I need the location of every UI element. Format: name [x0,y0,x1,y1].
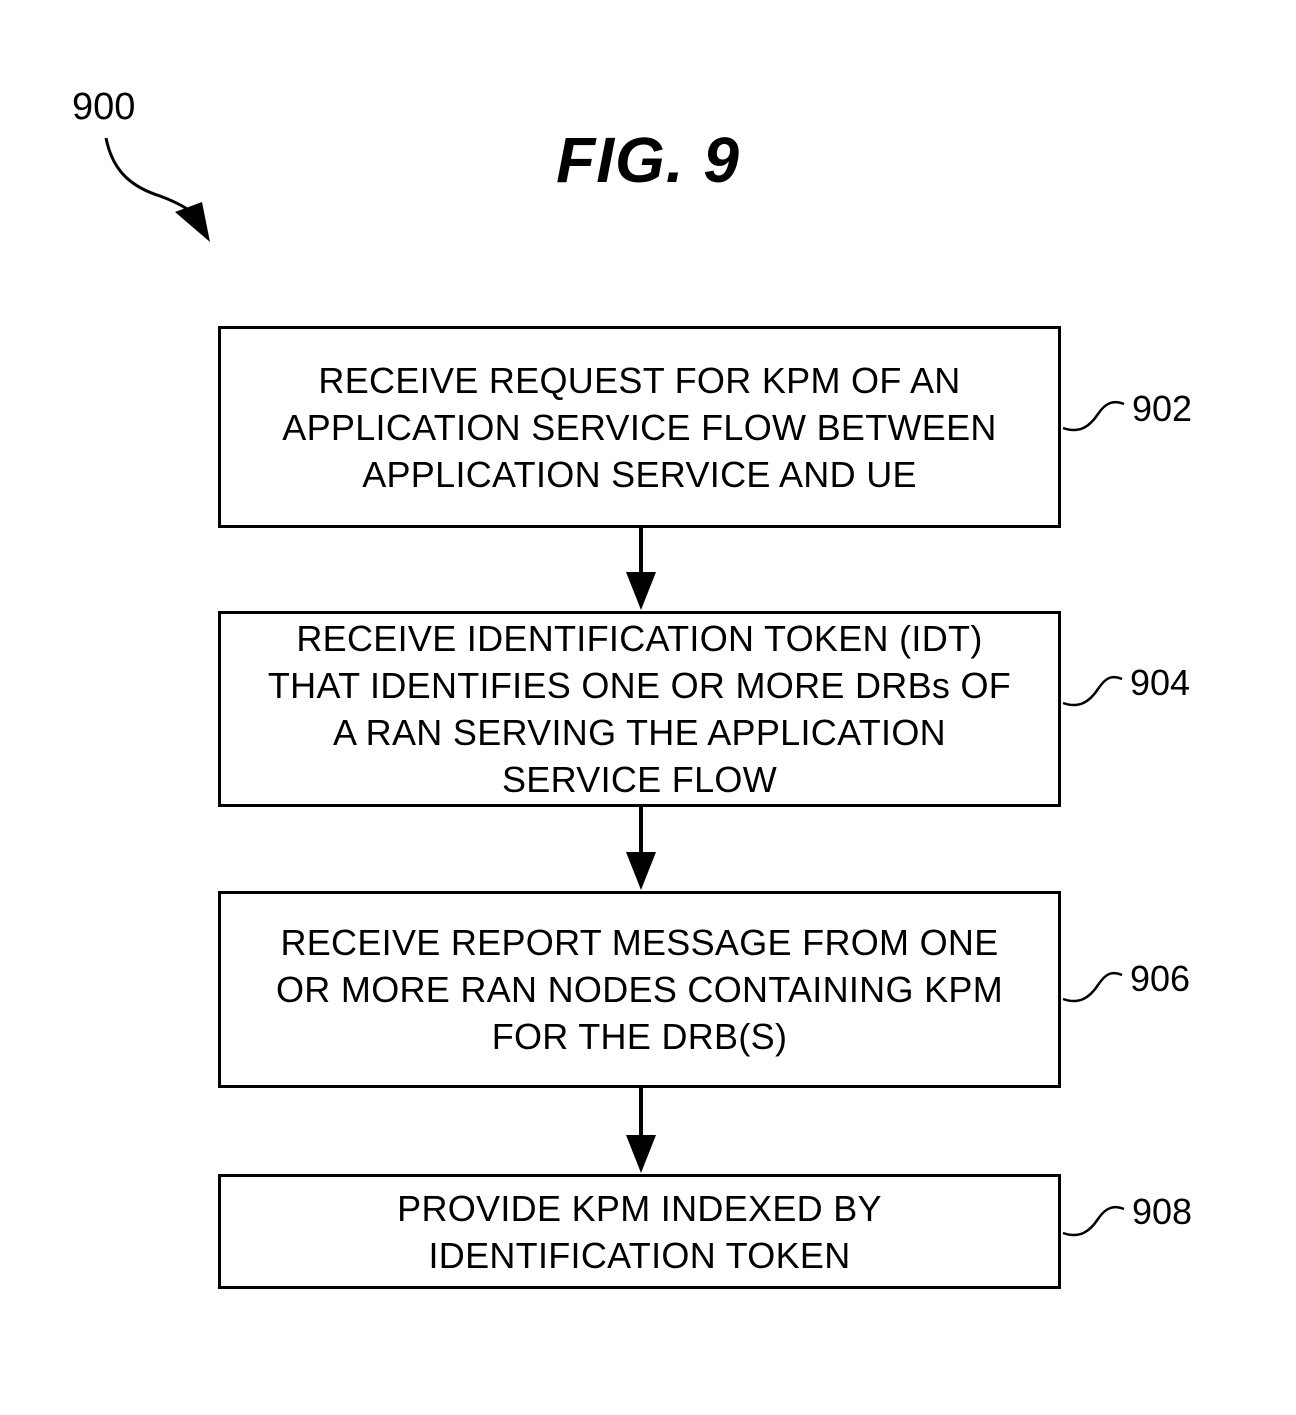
arrowhead-902-904 [626,572,656,610]
leader-906 [1062,971,1123,1003]
step-box-908: PROVIDE KPM INDEXED BY IDENTIFICATION TO… [218,1174,1061,1289]
figure-reference-label: 900 [72,86,136,128]
step-text-908: PROVIDE KPM INDEXED BY IDENTIFICATION TO… [397,1187,882,1276]
step-box-906: RECEIVE REPORT MESSAGE FROM ONE OR MORE … [218,891,1061,1088]
step-text-902: RECEIVE REQUEST FOR KPM OF AN APPLICATIO… [282,359,997,495]
leader-904 [1062,675,1123,707]
step-text-904: RECEIVE IDENTIFICATION TOKEN (IDT) THAT … [267,618,1012,800]
leader-902 [1062,400,1125,432]
step-ref-906: 906 [1130,958,1191,999]
step-ref-904: 904 [1130,662,1191,703]
figure-reference-arrowhead [175,202,210,242]
leader-908 [1062,1205,1125,1237]
step-text-906: RECEIVE REPORT MESSAGE FROM ONE OR MORE … [276,922,1003,1057]
step-box-904: RECEIVE IDENTIFICATION TOKEN (IDT) THAT … [218,611,1061,807]
step-ref-908: 908 [1132,1191,1193,1232]
figure-title: FIG. 9 [556,124,740,196]
arrowhead-904-906 [626,852,656,890]
step-ref-902: 902 [1132,388,1193,429]
step-box-902: RECEIVE REQUEST FOR KPM OF AN APPLICATIO… [218,326,1061,528]
arrowhead-906-908 [626,1135,656,1173]
